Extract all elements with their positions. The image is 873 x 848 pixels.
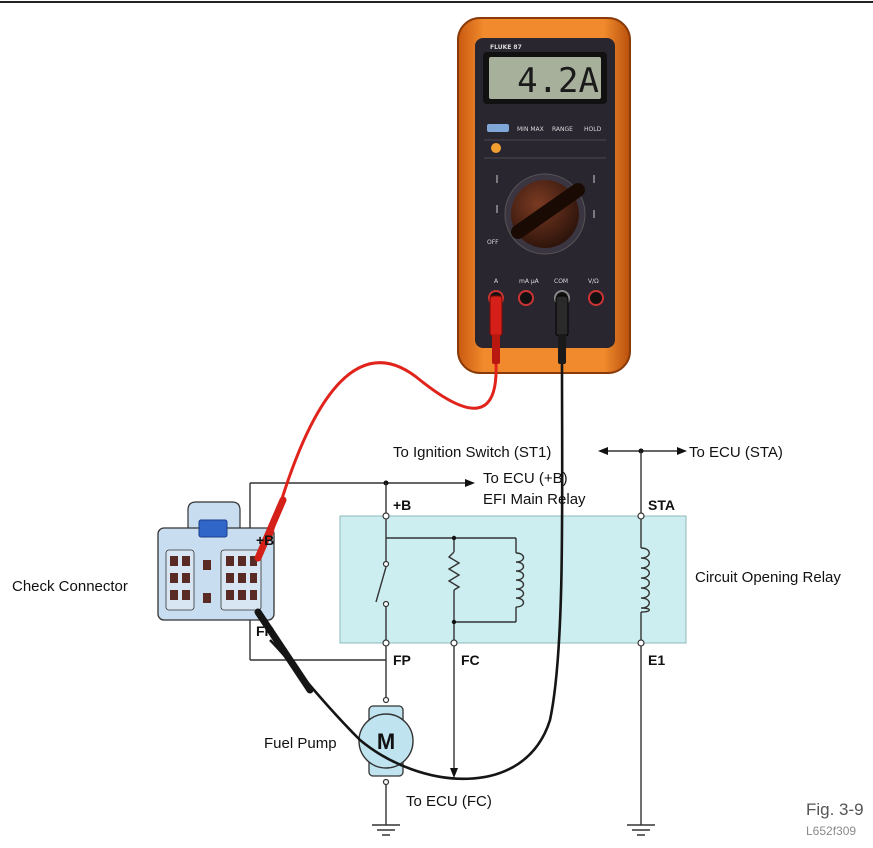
label-fc: FC xyxy=(461,652,480,668)
black-probe-tip xyxy=(254,608,314,694)
junction-fc xyxy=(451,619,457,625)
terminal-fc xyxy=(450,639,458,647)
check-connector xyxy=(157,501,275,621)
relay-box xyxy=(339,515,687,644)
ground-symbol-e1 xyxy=(627,824,655,836)
arrow-fc xyxy=(450,768,458,778)
meter-jack-label-ma: mA µA xyxy=(519,278,540,285)
label-ignition-switch: To Ignition Switch (ST1) xyxy=(393,444,551,461)
red-probe-tip xyxy=(254,496,287,562)
black-probe-boot xyxy=(558,334,566,364)
red-probe-plug xyxy=(489,295,503,337)
meter-jack-ma[interactable] xyxy=(518,290,534,306)
label-connector-fp: FP xyxy=(256,623,274,639)
meter-knob-pointer xyxy=(511,183,585,239)
wiring xyxy=(249,447,687,825)
arrow-left xyxy=(598,447,608,455)
label-efi-main-relay: EFI Main Relay xyxy=(483,491,586,508)
junction-relay-top xyxy=(451,535,457,541)
fuel-pump-motor: M xyxy=(358,705,414,777)
arrow-ecu-b xyxy=(465,479,475,487)
switch-contact-bottom xyxy=(382,600,390,608)
arrow-right xyxy=(677,447,687,455)
switch-contact-top xyxy=(382,560,390,568)
meter-display xyxy=(489,57,601,99)
connector-pins xyxy=(170,556,257,603)
meter-button-minmax[interactable]: MIN MAX xyxy=(517,126,544,133)
meter-orange-button[interactable] xyxy=(491,143,501,153)
ground-symbol-pump xyxy=(372,824,400,836)
terminals xyxy=(382,512,645,786)
wire-switch-blade xyxy=(375,566,387,603)
label-fp: FP xyxy=(393,652,411,668)
terminal-pump-top xyxy=(382,696,390,704)
terminal-plus-b xyxy=(382,512,390,520)
meter-blue-button[interactable] xyxy=(487,124,509,132)
circuit-opening-relay-coil xyxy=(640,547,650,613)
pump-motor-letter: M xyxy=(377,729,395,754)
figure-code: L652f309 xyxy=(806,824,856,838)
terminal-e1 xyxy=(637,639,645,647)
black-probe-plug xyxy=(555,295,569,337)
efi-relay-coil xyxy=(515,552,525,608)
multimeter: FLUKE 87 4.2A MIN MAX RANGE HOLD OFF A m… xyxy=(457,17,631,374)
label-check-connector: Check Connector xyxy=(12,578,128,595)
resistor xyxy=(447,551,461,591)
pump-motor-symbol xyxy=(358,713,414,769)
meter-button-hold[interactable]: HOLD xyxy=(584,126,602,133)
figure-caption: Fig. 3-9 xyxy=(806,800,864,819)
connector-latch xyxy=(198,519,228,538)
label-circuit-opening-relay: Circuit Opening Relay xyxy=(695,569,841,586)
meter-jack-label-com: COM xyxy=(554,278,568,285)
meter-button-range[interactable]: RANGE xyxy=(552,126,573,133)
label-plus-b: +B xyxy=(393,497,411,513)
terminal-sta xyxy=(637,512,645,520)
label-sta: STA xyxy=(648,497,675,513)
terminal-fp xyxy=(382,639,390,647)
label-connector-plus-b: +B xyxy=(256,532,274,548)
label-to-ecu-sta: To ECU (STA) xyxy=(689,444,783,461)
meter-reading: 4.2A xyxy=(517,61,599,101)
label-e1: E1 xyxy=(648,652,665,668)
meter-off-label: OFF xyxy=(487,239,499,246)
terminal-pump-bottom xyxy=(382,778,390,786)
meter-jack-v[interactable] xyxy=(588,290,604,306)
black-test-lead xyxy=(269,363,564,781)
red-probe-boot xyxy=(492,334,500,364)
label-fuel-pump: Fuel Pump xyxy=(264,735,337,752)
meter-jack-label-v: V/Ω xyxy=(588,278,599,285)
label-to-ecu-b: To ECU (+B) xyxy=(483,470,568,487)
meter-brand: FLUKE 87 xyxy=(490,44,522,51)
meter-jack-label-a: A xyxy=(494,278,499,285)
label-to-ecu-fc: To ECU (FC) xyxy=(406,793,492,810)
red-test-lead xyxy=(268,361,498,541)
